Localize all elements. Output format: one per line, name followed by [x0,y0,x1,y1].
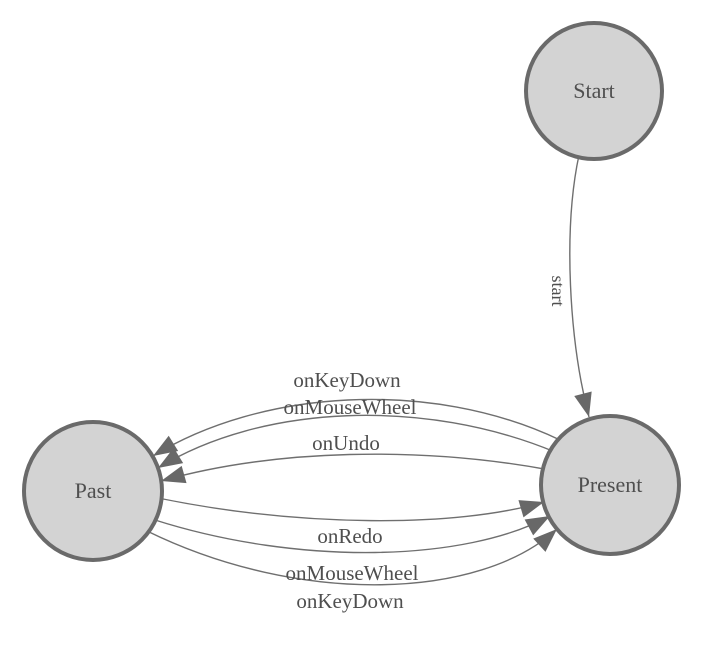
edge-label-onmousewheel-top: onMouseWheel [284,395,417,419]
node-present: Present [539,414,681,556]
edge-past-to-present-onredo [157,497,545,522]
node-start-circle [524,21,664,161]
node-start-label: Start [573,78,615,103]
edge-past-to-present-onkeydown [146,528,558,586]
edge-present-to-past-onmousewheel [157,414,556,469]
edge-label-layer: start onKeyDown onMouseWheel onUndo onRe… [284,276,568,614]
node-past: Past [22,420,164,562]
edge-layer [146,154,592,586]
edge-label-onkeydown-top: onKeyDown [293,368,401,392]
edge-past-to-present-onmousewheel [154,515,551,554]
edge-label-onredo: onRedo [317,524,382,548]
edge-label-onundo: onUndo [312,431,380,455]
edge-label-start: start [548,276,568,307]
edge-present-to-past-onundo [160,453,551,484]
node-present-circle [539,414,681,556]
edge-start-to-present [569,154,592,418]
node-layer: Start Past Present [22,21,681,562]
edge-present-to-past-onkeydown [152,398,561,457]
edge-label-onkeydown-bottom: onKeyDown [296,589,404,613]
node-past-circle [22,420,164,562]
node-start: Start [524,21,664,161]
node-present-label: Present [578,472,643,497]
edge-label-onmousewheel-bottom: onMouseWheel [286,561,419,585]
node-past-label: Past [75,478,112,503]
